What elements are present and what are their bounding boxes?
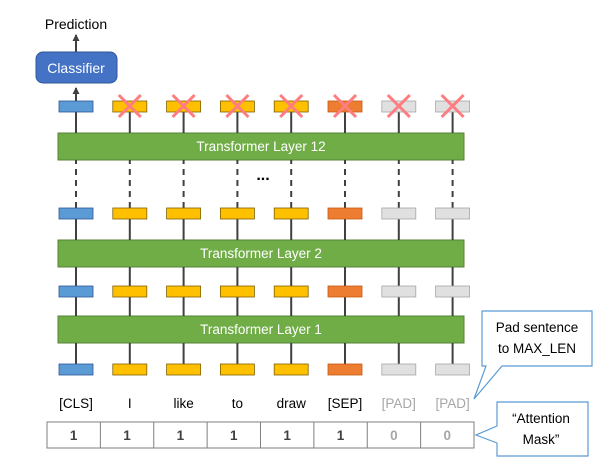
col-7-token-label: [PAD] <box>382 396 416 411</box>
transformer-layer-12 <box>57 132 465 161</box>
pad-sentence-callout <box>473 310 593 400</box>
col-6-token-box-row-2 <box>327 207 363 220</box>
col-8-token-box-row-2 <box>435 207 471 220</box>
col-4-token-box-row-4 <box>219 363 255 376</box>
transformer-layer-2 <box>57 239 465 268</box>
col-8-cross-icon-b <box>440 93 465 119</box>
col-3-token-box-row-3 <box>166 285 202 298</box>
col-7-token-box-row-2 <box>381 207 417 220</box>
ellipsis: ... <box>256 167 269 184</box>
col-1-token-box-row-2 <box>58 207 94 220</box>
col-3-token-label: like <box>173 396 193 411</box>
pad-note-line-2: to MAX_LEN <box>498 341 576 356</box>
col-6-token-label: [SEP] <box>328 396 363 411</box>
col-8-token-label: [PAD] <box>435 396 469 411</box>
col-1-token-box-row-1 <box>58 100 94 113</box>
col-2-token-box-row-3 <box>112 285 148 298</box>
col-7-token-box-row-3 <box>381 285 417 298</box>
col-2-mask-value: 1 <box>123 428 131 443</box>
col-4-token-box-row-2 <box>219 207 255 220</box>
mask-note-line-2: Mask” <box>523 432 560 447</box>
prediction-label: Prediction <box>45 16 107 32</box>
token-columns: [CLS] 1 I 1 like 1 to 1 draw 1 [SEP] 1 [PAD] 0 [PAD] 0 <box>58 93 471 448</box>
col-5-token-box-row-4 <box>273 363 309 376</box>
col-7-token-box-row-4 <box>381 363 417 376</box>
col-8-mask-value: 0 <box>444 428 452 443</box>
col-4-cross-icon-b <box>225 93 250 119</box>
col-2-token-box-row-2 <box>112 207 148 220</box>
col-6-token-box-row-3 <box>327 285 363 298</box>
col-8-token-box-row-3 <box>435 285 471 298</box>
col-7-mask-value: 0 <box>390 428 398 443</box>
transformer-layer-12-label: Transformer Layer 12 <box>196 139 325 154</box>
transformer-layer-1-label: Transformer Layer 1 <box>200 322 322 337</box>
col-3-token-box-row-2 <box>166 207 202 220</box>
col-1-token-box-row-4 <box>58 363 94 376</box>
classifier-box <box>35 51 118 84</box>
col-6-cross-icon-b <box>332 93 358 119</box>
col-5-cross-icon-b <box>279 93 304 119</box>
classifier-label: Classifier <box>47 60 105 76</box>
col-7-cross-icon-b <box>386 93 411 119</box>
col-4-token-label: to <box>232 396 243 411</box>
col-8-token-box-row-4 <box>435 363 471 376</box>
transformer-layer-2-label: Transformer Layer 2 <box>200 246 322 261</box>
col-5-mask-value: 1 <box>283 428 291 443</box>
col-1-mask-value: 1 <box>70 428 78 443</box>
col-1-token-label: [CLS] <box>59 396 93 411</box>
col-3-token-box-row-4 <box>166 363 202 376</box>
col-2-token-label: I <box>128 396 132 411</box>
mask-note-line-1: “Attention <box>512 411 570 426</box>
col-2-token-box-row-4 <box>112 363 148 376</box>
col-6-mask-value: 1 <box>337 428 345 443</box>
col-3-mask-value: 1 <box>177 428 185 443</box>
pad-note-line-1: Pad sentence <box>496 320 579 335</box>
col-4-mask-value: 1 <box>230 428 238 443</box>
attention-mask-callout <box>474 401 589 457</box>
col-6-token-box-row-4 <box>327 363 363 376</box>
col-5-token-box-row-3 <box>273 285 309 298</box>
col-1-token-box-row-3 <box>58 285 94 298</box>
col-5-token-box-row-2 <box>273 207 309 220</box>
col-4-token-box-row-3 <box>219 285 255 298</box>
col-2-cross-icon-b <box>117 93 142 119</box>
col-5-token-label: draw <box>277 396 307 411</box>
transformer-layer-1 <box>57 315 465 344</box>
col-3-cross-icon-b <box>171 93 196 119</box>
